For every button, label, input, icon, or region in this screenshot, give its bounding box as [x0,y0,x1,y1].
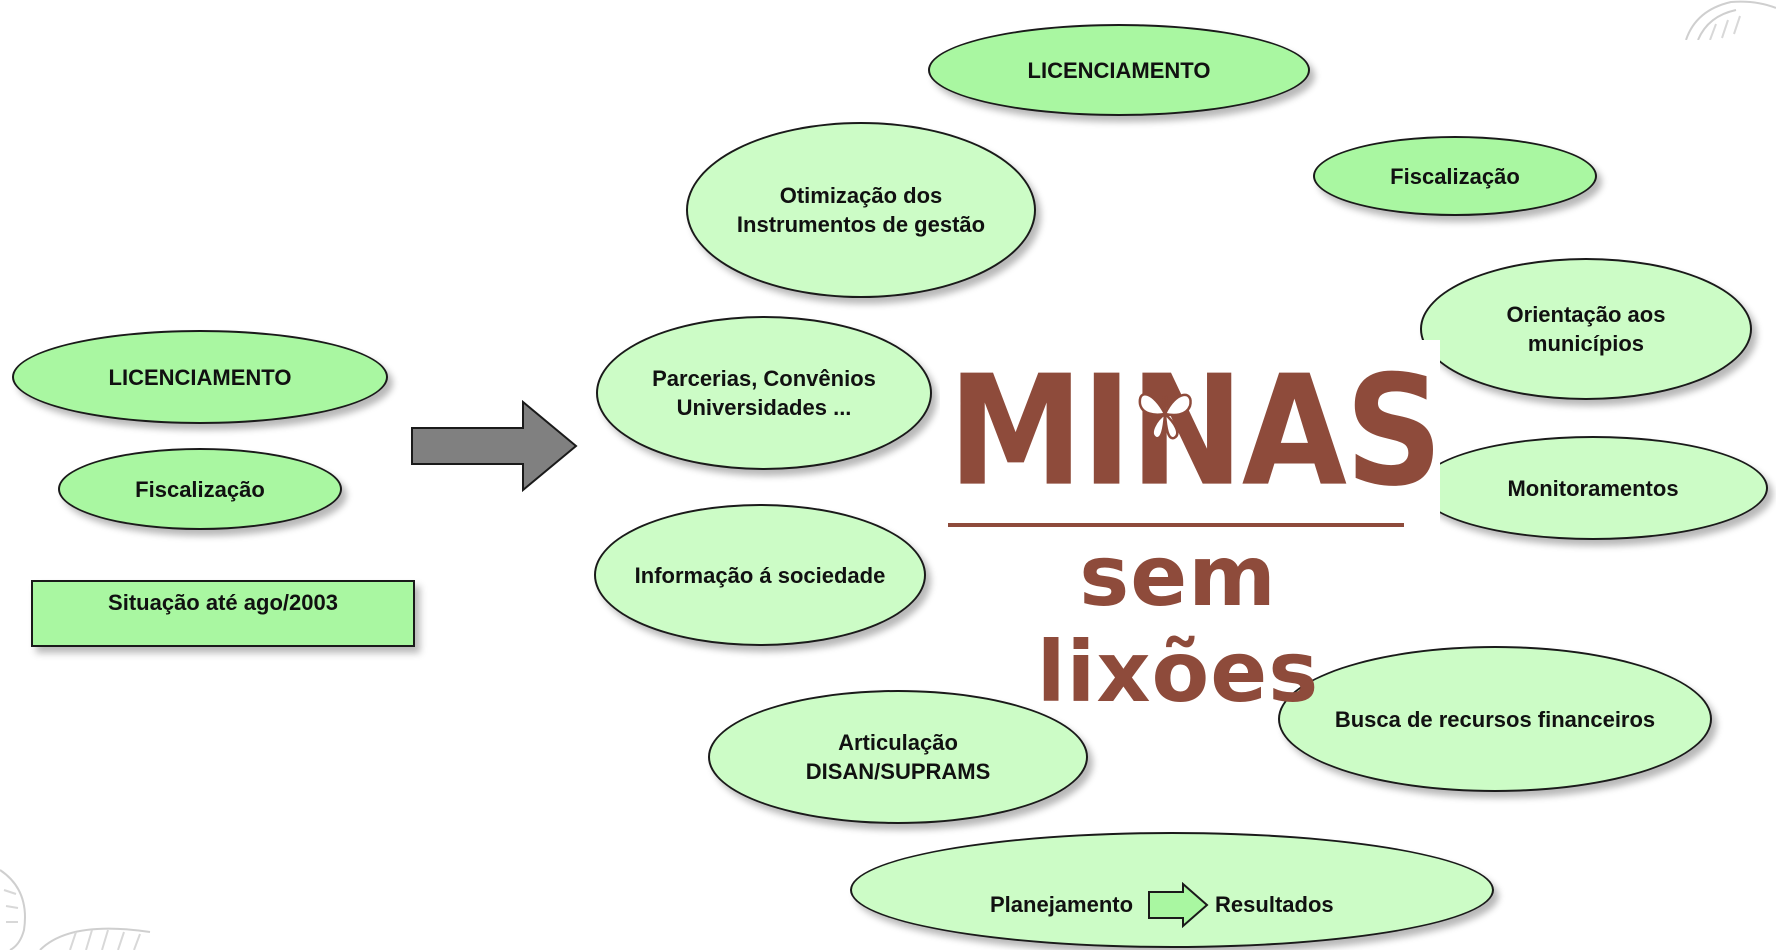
otimizacao-ellipse: Otimização dos Instrumentos de gestão [686,122,1036,298]
resultados-label: Resultados [1215,892,1334,917]
decorative-swirl-icon [1685,0,1776,40]
informacao-ellipse: Informação á sociedade [594,504,926,646]
left-licenciamento-ellipse: LICENCIAMENTO [12,330,388,424]
status-box: Situação até ago/2003 [31,580,415,647]
left-fiscalizacao-ellipse: Fiscalização [58,448,342,530]
right-arrow-icon [1148,882,1209,928]
parcerias-ellipse: Parcerias, Convênios Universidades ... [596,316,932,470]
left-fiscalizacao-label: Fiscalização [135,476,265,502]
butterfly-icon [1138,393,1192,440]
logo-title: MINAS [948,343,1443,521]
planning-row: Planejamento Resultados [990,882,1334,928]
minas-sem-lixoes-logo: MINAS sem lixões [940,340,1443,720]
transition-arrow-icon [411,400,578,492]
articulacao-label: Articulação DISAN/SUPRAMS [805,730,991,784]
monitoramentos-ellipse: Monitoramentos [1418,436,1768,540]
fiscalizacao-ellipse: Fiscalização [1313,136,1597,216]
licenciamento-ellipse: LICENCIAMENTO [928,24,1310,116]
articulacao-ellipse: Articulação DISAN/SUPRAMS [708,690,1088,824]
logo-subtitle: sem lixões [1036,527,1320,721]
planejamento-label: Planejamento [990,892,1134,917]
orientacao-label: Orientação aos municípios [1506,302,1666,356]
fiscalizacao-label: Fiscalização [1390,163,1520,189]
monitoramentos-label: Monitoramentos [1507,475,1679,501]
logo-divider [948,523,1404,527]
busca-ellipse: Busca de recursos financeiros [1278,646,1712,792]
planejamento-ellipse [850,832,1494,948]
busca-label: Busca de recursos financeiros [1334,706,1656,732]
parcerias-label: Parcerias, Convênios Universidades ... [652,366,876,420]
status-label: Situação até ago/2003 [108,590,338,615]
orientacao-ellipse: Orientação aos municípios [1420,258,1752,400]
otimizacao-label: Otimização dos Instrumentos de gestão [736,183,986,237]
decorative-swirl-icon [0,869,151,950]
licenciamento-label: LICENCIAMENTO [1027,57,1211,83]
left-licenciamento-label: LICENCIAMENTO [108,364,292,390]
informacao-label: Informação á sociedade [634,562,886,588]
